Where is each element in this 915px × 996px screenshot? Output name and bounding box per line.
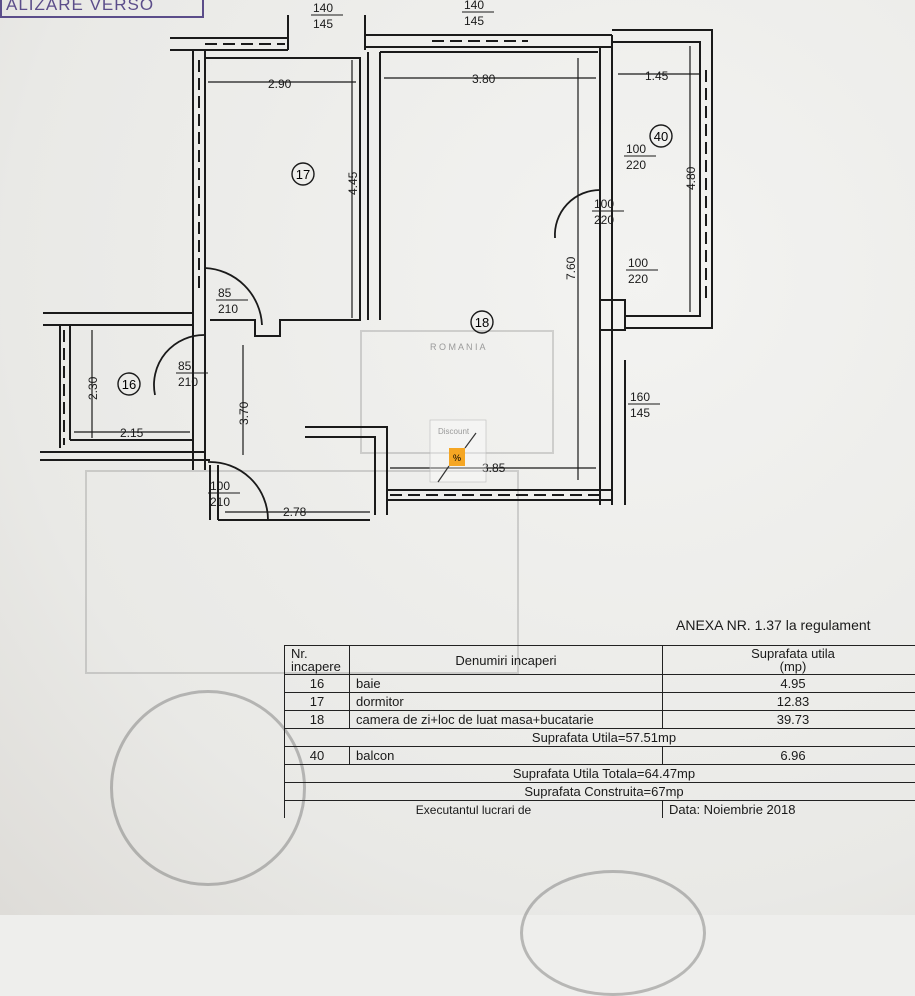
row-name: dormitor	[350, 693, 663, 711]
rooms-table: Nr. incapere Denumiri incaperi Suprafata…	[284, 645, 915, 818]
door-size-top: 85	[178, 359, 192, 373]
dim-290: 2.90	[268, 77, 292, 91]
dim-760: 7.60	[564, 256, 578, 280]
door-size-bottom: 220	[626, 158, 646, 172]
dim-278: 2.78	[283, 505, 307, 519]
room-number-17: 17	[296, 167, 310, 182]
door-size-top: 140	[464, 0, 484, 12]
wall-16-bottom	[40, 452, 210, 460]
door-size-top: 85	[218, 286, 232, 300]
header-nr: Nr. incapere	[285, 646, 350, 675]
door-size-top: 100	[626, 142, 646, 156]
executant-label: Executantul lucrari de	[285, 801, 663, 819]
door-size-bottom: 210	[218, 302, 238, 316]
door-size-bottom: 145	[630, 406, 650, 420]
door-size-bottom: 210	[178, 375, 198, 389]
row-nr: 17	[285, 693, 350, 711]
door-size-top: 140	[313, 1, 333, 15]
door-size-bottom: 145	[464, 14, 484, 28]
suprafata-utila-totala: Suprafata Utila Totala=64.47mp	[285, 765, 915, 783]
row-area: 12.83	[663, 693, 915, 711]
suprafata-utila: Suprafata Utila=57.51mp	[285, 729, 915, 747]
table-row: 18 camera de zi+loc de luat masa+bucatar…	[285, 711, 915, 729]
dim-480: 4.80	[684, 166, 698, 190]
wall-16-top	[43, 313, 193, 325]
door-size-top: 100	[628, 256, 648, 270]
percent-icon: %	[453, 453, 461, 463]
row-nr: 18	[285, 711, 350, 729]
row-area: 39.73	[663, 711, 915, 729]
table-row: 16 baie 4.95	[285, 675, 915, 693]
room-number-18: 18	[475, 315, 489, 330]
row-name: baie	[350, 675, 663, 693]
dim-370: 3.70	[237, 401, 251, 425]
room-markers: 17 18 16 40	[118, 125, 672, 395]
row-name: balcon	[350, 747, 663, 765]
wall-17-18	[368, 52, 380, 320]
door-size-bottom: 220	[628, 272, 648, 286]
room-number-16: 16	[122, 377, 136, 392]
row-nr: 40	[285, 747, 350, 765]
door-size-top: 100	[210, 479, 230, 493]
row-area: 4.95	[663, 675, 915, 693]
row-nr: 16	[285, 675, 350, 693]
header-area: Suprafata utila (mp)	[663, 646, 915, 675]
wall-kitchen-block	[305, 427, 387, 515]
table-row: 40 balcon 6.96	[285, 747, 915, 765]
construita-row: Suprafata Construita=67mp	[285, 783, 915, 801]
door-size-bottom: 220	[594, 213, 614, 227]
table-header-row: Nr. incapere Denumiri incaperi Suprafata…	[285, 646, 915, 675]
door-arc-17	[205, 268, 262, 325]
door-size-top: 100	[594, 197, 614, 211]
suprafata-construita: Suprafata Construita=67mp	[285, 783, 915, 801]
wall-right-lower	[612, 360, 625, 505]
door-size-top: 160	[630, 390, 650, 404]
faint-stamp-text: R O M A N I A	[430, 342, 486, 352]
header-name: Denumiri incaperi	[350, 646, 663, 675]
utila-totala-row: Suprafata Utila Totala=64.47mp	[285, 765, 915, 783]
table-row: 17 dormitor 12.83	[285, 693, 915, 711]
dim-145: 1.45	[645, 69, 669, 83]
utila-row: Suprafata Utila=57.51mp	[285, 729, 915, 747]
footer-row: Executantul lucrari de Data: Noiembrie 2…	[285, 801, 915, 819]
dim-380: 3.80	[472, 72, 496, 86]
discount-label: Discount	[438, 427, 470, 436]
wall-right-main	[600, 35, 612, 505]
door-size-bottom: 210	[210, 495, 230, 509]
dim-215: 2.15	[120, 426, 144, 440]
row-area: 6.96	[663, 747, 915, 765]
door-size-bottom: 145	[313, 17, 333, 31]
annex-title: ANEXA NR. 1.37 la regulament	[676, 617, 871, 633]
dim-445: 4.45	[346, 171, 360, 195]
room-number-40: 40	[654, 129, 668, 144]
row-name: camera de zi+loc de luat masa+bucatarie	[350, 711, 663, 729]
discount-badge: Discount %	[430, 420, 486, 482]
document-sheet: ALIZARE VERSO	[0, 0, 915, 915]
dim-230: 2.30	[86, 376, 100, 400]
date-label: Data: Noiembrie 2018	[663, 801, 915, 819]
